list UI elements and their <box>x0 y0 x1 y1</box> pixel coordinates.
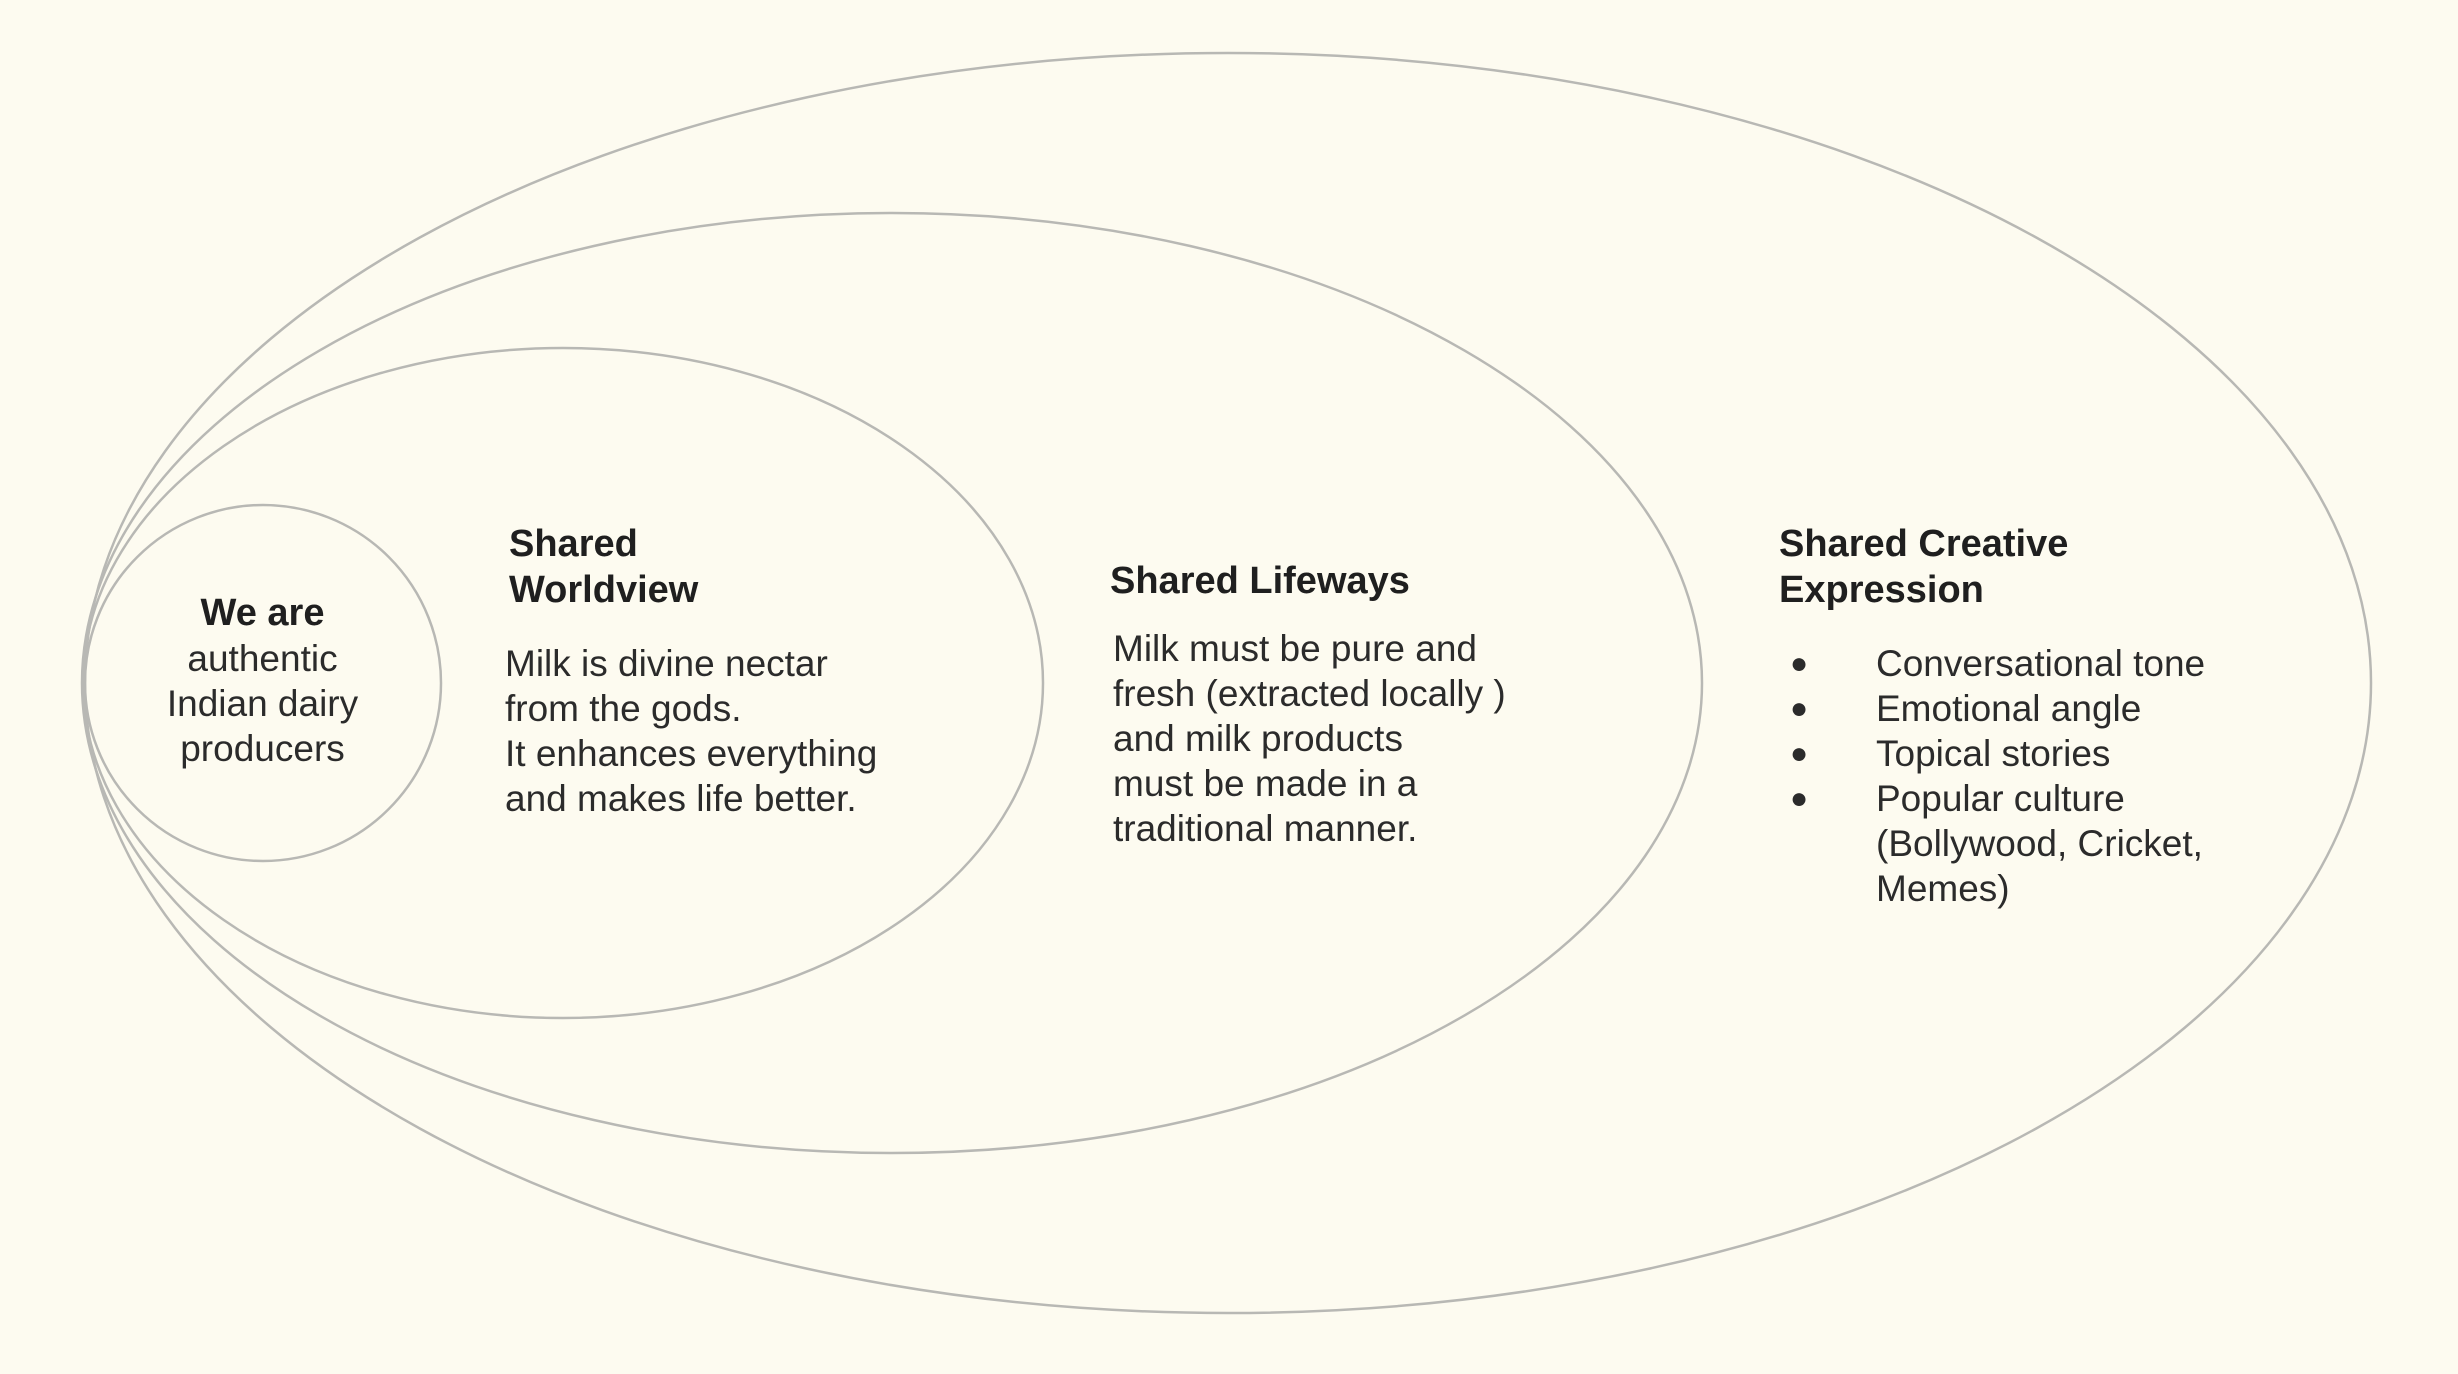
ring-worldview <box>81 346 1045 1020</box>
lifeways-line: Milk must be pure and <box>1113 628 1478 669</box>
lifeways-title: Shared Lifeways <box>1110 560 1410 602</box>
list-item-text: Emotional angle <box>1876 688 2142 729</box>
lifeways-line: fresh (extracted locally ) <box>1113 673 1506 714</box>
bullet-icon: ● <box>1790 647 1809 680</box>
core-identity: We are authentic Indian dairy producers <box>85 590 440 771</box>
lifeways-line: traditional manner. <box>1113 808 1418 849</box>
bullet-icon: ● <box>1790 782 1809 815</box>
worldview-line: and makes life better. <box>505 778 857 819</box>
creative-title: Shared Creative Expression <box>1779 523 2069 611</box>
worldview-line: from the gods. <box>505 688 742 729</box>
list-item: ● Popular culture (Bollywood, Cricket, M… <box>1790 776 2296 911</box>
core-title: We are <box>200 592 325 634</box>
lifeways-line: must be made in a <box>1113 763 1418 804</box>
list-item-text: Popular culture (Bollywood, Cricket, Mem… <box>1876 778 2203 909</box>
bullet-icon: ● <box>1790 692 1809 725</box>
list-item-text: Topical stories <box>1876 733 2111 774</box>
list-item: ● Topical stories <box>1790 731 2296 776</box>
worldview-text: Milk is divine nectar from the gods. It … <box>505 641 877 821</box>
worldview-title: Shared Worldview <box>509 523 699 611</box>
list-item: ● Conversational tone <box>1790 641 2296 686</box>
lifeways-text: Milk must be pure and fresh (extracted l… <box>1113 626 1506 851</box>
core-text: authentic Indian dairy producers <box>85 636 440 771</box>
core-line: producers <box>180 728 345 769</box>
creative-list: ● Conversational tone ● Emotional angle … <box>1790 641 2296 911</box>
list-item-text: Conversational tone <box>1876 643 2206 684</box>
worldview-line: It enhances everything <box>505 733 878 774</box>
ring-core <box>83 503 443 863</box>
worldview-line: Milk is divine nectar <box>505 643 828 684</box>
list-item: ● Emotional angle <box>1790 686 2296 731</box>
bullet-icon: ● <box>1790 737 1809 770</box>
core-line: authentic <box>187 638 338 679</box>
core-line: Indian dairy <box>166 683 359 724</box>
lifeways-line: and milk products <box>1113 718 1403 759</box>
